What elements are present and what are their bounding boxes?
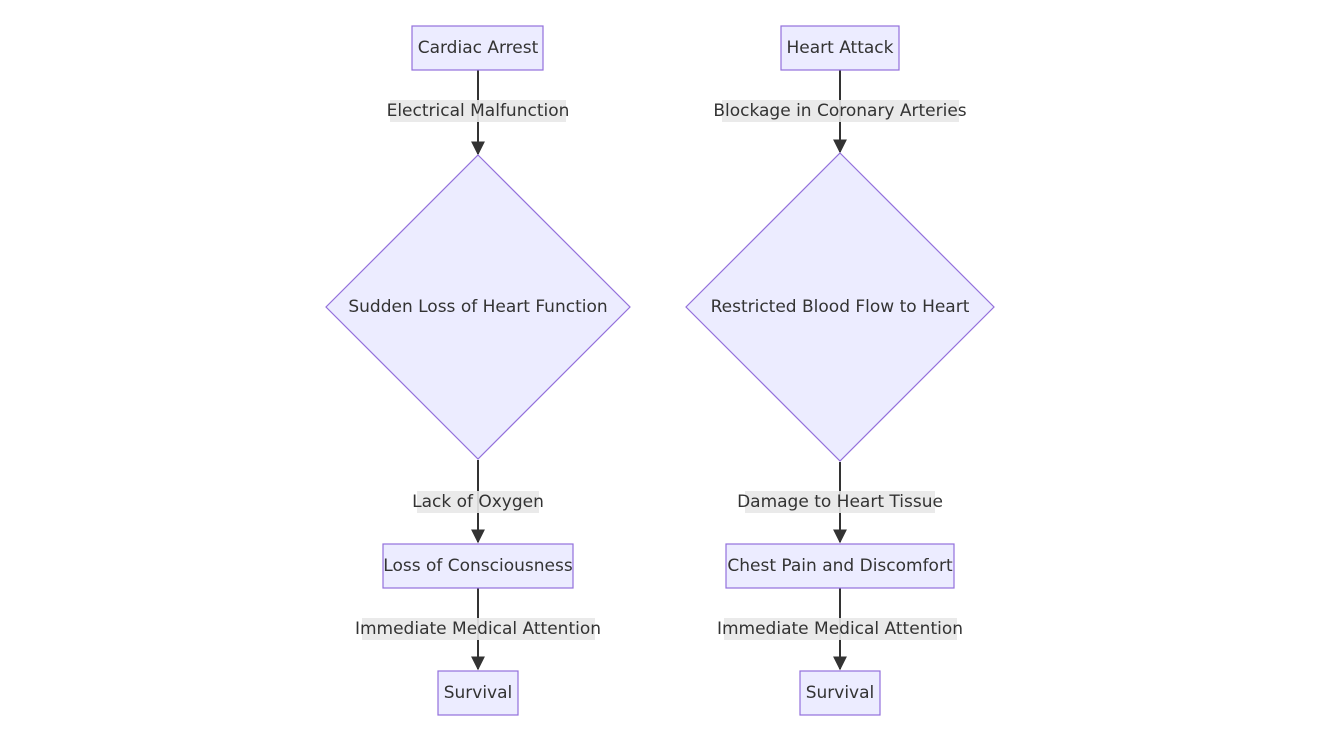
node-sudden-loss-of-heart-function[interactable]: Sudden Loss of Heart Function: [325, 154, 631, 460]
edge-label-text: Immediate Medical Attention: [717, 619, 963, 639]
node-heart-attack[interactable]: Heart Attack: [780, 25, 900, 71]
node-survival[interactable]: Survival: [799, 670, 881, 716]
edge-label-blockage-in-coronary-arteries: Blockage in Coronary Arteries: [713, 100, 967, 122]
edge-label-text: Lack of Oxygen: [412, 492, 544, 512]
node-cardiac-arrest[interactable]: Cardiac Arrest: [411, 25, 544, 71]
edge-label-immediate-medical-attention: Immediate Medical Attention: [717, 618, 963, 640]
edge-label-text: Immediate Medical Attention: [355, 619, 601, 639]
node-label: Survival: [806, 683, 875, 703]
node-label: Cardiac Arrest: [418, 38, 539, 58]
node-survival[interactable]: Survival: [437, 670, 519, 716]
node-label: Sudden Loss of Heart Function: [348, 297, 607, 317]
node-chest-pain-and-discomfort[interactable]: Chest Pain and Discomfort: [725, 543, 955, 589]
edge-label-lack-of-oxygen: Lack of Oxygen: [412, 491, 544, 513]
node-loss-of-consciousness[interactable]: Loss of Consciousness: [382, 543, 574, 589]
node-label: Loss of Consciousness: [383, 556, 573, 576]
left-flow: Cardiac Arrest Electrical Malfunction Su…: [325, 25, 631, 716]
right-flow: Heart Attack Blockage in Coronary Arteri…: [685, 25, 995, 716]
node-restricted-blood-flow-to-heart[interactable]: Restricted Blood Flow to Heart: [685, 152, 995, 462]
node-label: Chest Pain and Discomfort: [727, 556, 953, 576]
edge-label-text: Damage to Heart Tissue: [737, 492, 943, 512]
node-label: Restricted Blood Flow to Heart: [711, 297, 970, 317]
edge-label-damage-to-heart-tissue: Damage to Heart Tissue: [737, 491, 943, 513]
node-label: Heart Attack: [787, 38, 894, 58]
edge-label-text: Blockage in Coronary Arteries: [713, 101, 966, 121]
edge-label-electrical-malfunction: Electrical Malfunction: [387, 100, 570, 122]
node-label: Survival: [444, 683, 513, 703]
edge-label-immediate-medical-attention: Immediate Medical Attention: [355, 618, 601, 640]
edge-label-text: Electrical Malfunction: [387, 101, 570, 121]
